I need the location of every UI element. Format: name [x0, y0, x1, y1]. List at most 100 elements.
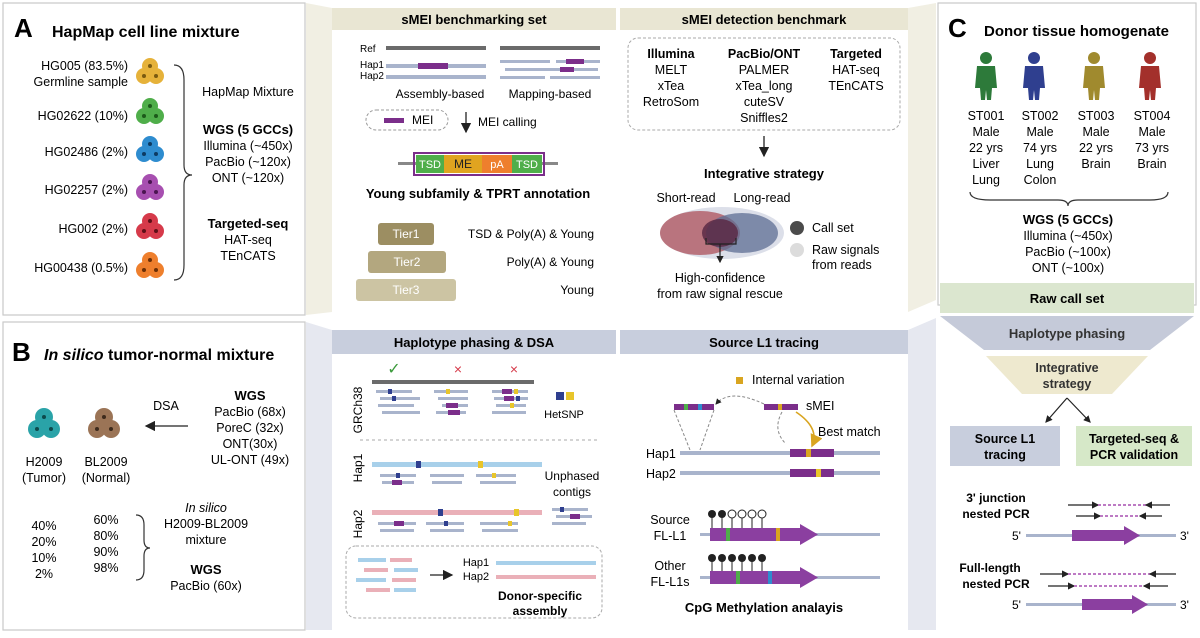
tier2-desc: Poly(A) & Young: [507, 255, 594, 269]
tier1-box: [378, 223, 434, 245]
annotation-title: Young subfamily & TPRT annotation: [366, 186, 590, 201]
read-line: [505, 68, 560, 71]
pcr-label: nested PCR: [962, 577, 1030, 591]
wgs-title: WGS (5 GCCs): [1023, 212, 1113, 227]
donor-id: ST004: [1134, 109, 1171, 123]
targeted-validation-box: [1076, 426, 1192, 466]
cross-icon: ×: [454, 361, 462, 377]
tier2-box: [368, 251, 446, 273]
assembly-box: [345, 545, 603, 619]
donor-tissue: Liver: [972, 157, 999, 171]
raw-call-set-bar: [940, 283, 1194, 313]
source-l1-label: Source L1: [975, 432, 1035, 446]
construct-box: [413, 152, 545, 176]
donor-age: 22 yrs: [969, 141, 1003, 155]
internal-variation-swatch: [736, 377, 743, 384]
tsd-label: TSD: [419, 159, 441, 171]
tools-box: [627, 37, 901, 131]
hap2-axis-label: Hap2: [351, 509, 365, 538]
insilico-label: In silico: [185, 501, 227, 515]
wgs-item: PoreC (32x): [216, 421, 283, 435]
phasing-title: Haplotype phasing & DSA: [394, 335, 555, 350]
source-label: FL-L1: [654, 529, 687, 543]
tool-name: PALMER: [739, 63, 789, 77]
mei-label: MEI: [412, 113, 433, 127]
me-label: ME: [454, 157, 472, 171]
donor-sex: Male: [1082, 125, 1109, 139]
normal-sub: (Normal): [82, 471, 131, 485]
wgs-item: PacBio (68x): [214, 405, 286, 419]
pcr-label: nested PCR: [962, 507, 1030, 521]
hap2-label: Hap2: [360, 71, 384, 82]
grch38-label: GRCh38: [351, 386, 365, 433]
wgs-item: ONT(30x): [223, 437, 278, 451]
cell-cluster-icon: [136, 58, 164, 84]
phasing-header: [332, 330, 616, 354]
read-line: [550, 76, 600, 79]
l1-arrow: [1072, 526, 1140, 545]
dsa-label: assembly: [513, 604, 568, 618]
mixture-label: H2009-BL2009: [164, 517, 248, 531]
person-icon: [1139, 52, 1161, 100]
tumor-pct: 20%: [31, 535, 56, 549]
panel-a: A HapMap cell line mixture HG005 (83.5%)…: [2, 2, 306, 316]
bench-header: [332, 8, 616, 30]
hetsnp-swatch: [566, 392, 574, 400]
l1-arrow: [1082, 595, 1148, 614]
tool-name: Sniffles2: [740, 111, 788, 125]
phasing-panel: Haplotype phasing & DSA GRCh38 ✓ × × Het…: [332, 330, 616, 630]
targeted-title: Targeted-seq: [208, 216, 289, 231]
mei-swatch: [384, 118, 404, 123]
tsd-label: TSD: [516, 159, 538, 171]
connector-wedge: [306, 322, 332, 630]
hap1-track: [680, 451, 880, 455]
tumor-pct: 2%: [35, 567, 53, 581]
check-icon: ✓: [387, 361, 400, 378]
source-l1-label: tracing: [984, 448, 1026, 462]
branch-arrow: [1045, 397, 1068, 423]
tier3-label: Tier3: [393, 283, 420, 297]
strategy-title: Integrative strategy: [704, 166, 825, 181]
mei-legend: [365, 109, 449, 131]
mei-segment: [566, 59, 584, 64]
mapping-label: Mapping-based: [509, 87, 592, 101]
internal-variation-label: Internal variation: [752, 373, 844, 387]
tier1-label: Tier1: [393, 227, 420, 241]
call-set-swatch: [790, 221, 804, 235]
person-icon: [1083, 52, 1105, 100]
read-group: [492, 389, 528, 414]
targeted-validation-label: PCR validation: [1090, 448, 1178, 462]
normal-cluster-icon: [88, 408, 120, 438]
cpg-title: CpG Methylation analayis: [685, 600, 843, 615]
panel-b-letter: B: [12, 337, 31, 367]
donor-id: ST002: [1022, 109, 1059, 123]
other-label: FL-L1s: [651, 575, 690, 589]
assembled-hap1: [496, 561, 596, 565]
mixture-label: mixture: [186, 533, 227, 547]
methylation-pins: [708, 509, 767, 528]
panel-c-title: Donor tissue homogenate: [984, 23, 1169, 40]
sample-label: HG00438 (0.5%): [34, 261, 128, 275]
tool-column-title: PacBio/ONT: [728, 47, 801, 61]
read-line: [500, 60, 550, 63]
raw-signal-label: from reads: [812, 258, 872, 272]
wgs-item: Illumina (~450x): [1023, 229, 1112, 243]
donor-age: 73 yrs: [1135, 141, 1169, 155]
donor-tissue: Brain: [1081, 157, 1110, 171]
raw-signal-swatch: [790, 243, 804, 257]
tumor-name: H2009: [26, 455, 63, 469]
connector-wedge: [908, 318, 936, 630]
tsd-block: [512, 155, 542, 173]
integrative-label: strategy: [1043, 377, 1092, 391]
panel-c-letter: C: [948, 13, 967, 43]
dsa-label: Donor-specific: [498, 589, 582, 603]
tracing-panel: Source L1 tracing Internal variation sME…: [620, 330, 908, 630]
hap1-axis-label: Hap1: [351, 453, 365, 482]
unphased-label: Unphased: [545, 469, 600, 483]
mei-segment: [418, 63, 448, 69]
compare-arrow: [777, 411, 787, 445]
tool-column-title: Targeted: [830, 47, 882, 61]
donor-age: 22 yrs: [1079, 141, 1113, 155]
hc-label: High-confidence: [675, 271, 765, 285]
